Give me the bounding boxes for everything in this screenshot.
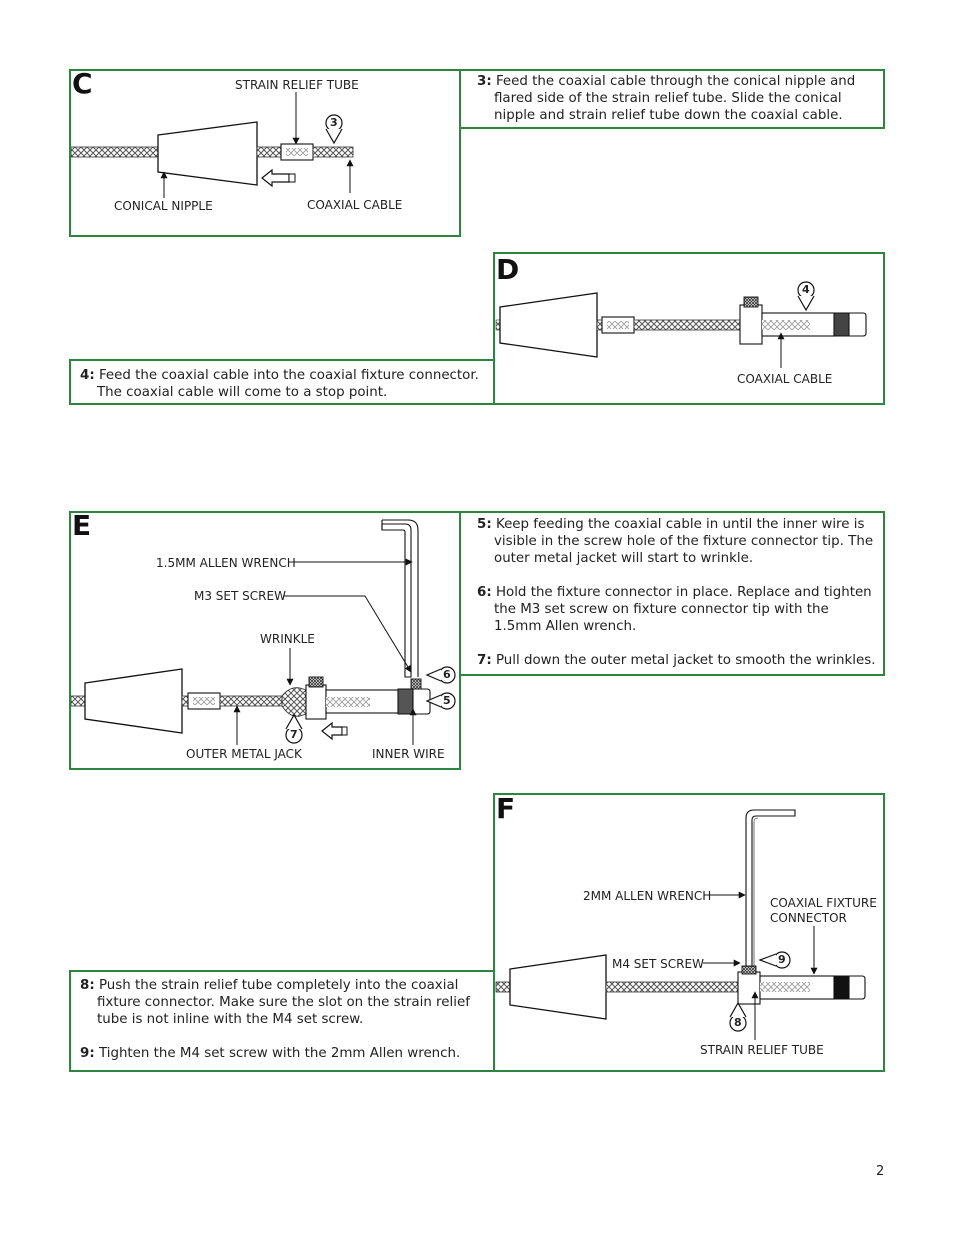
panel-d-figure	[493, 252, 885, 405]
steps-5-7-text: 5: Keep feeding the coaxial cable in unt…	[477, 516, 877, 669]
conical-nipple-label: CONICAL NIPPLE	[114, 199, 213, 213]
panel-d-drawing	[495, 281, 867, 368]
callout-5: 5	[443, 694, 451, 707]
allen-wrench-15-label: 1.5MM ALLEN WRENCH	[156, 556, 296, 570]
panel-e-drawing	[70, 519, 456, 745]
panel-c-step-box	[459, 69, 885, 129]
step-5-number: 5:	[477, 517, 492, 532]
step-5-body: Keep feeding the coaxial cable in until …	[494, 517, 874, 566]
step-3-body: Feed the coaxial cable through the conic…	[494, 74, 856, 123]
wrinkle-label: WRINKLE	[260, 632, 315, 646]
step-7-number: 7:	[477, 653, 492, 668]
panel-e-letter: E	[72, 509, 92, 542]
step-9-number: 9:	[80, 1046, 95, 1061]
panel-f-step-box	[69, 970, 495, 1072]
panel-c-drawing	[70, 92, 354, 198]
coaxial-cable-label: COAXIAL CABLE	[307, 198, 403, 212]
steps-8-9-text: 8: Push the strain relief tube completel…	[80, 977, 485, 1062]
callout-8: 8	[734, 1016, 742, 1029]
allen-wrench-2mm-label: 2MM ALLEN WRENCH	[583, 889, 712, 903]
inner-wire-label: INNER WIRE	[372, 747, 445, 761]
callout-6: 6	[443, 668, 451, 681]
strain-relief-tube-label-f: STRAIN RELIEF TUBE	[700, 1043, 824, 1057]
callout-7: 7	[290, 728, 298, 741]
step-3-text: 3: Feed the coaxial cable through the co…	[477, 73, 877, 124]
step-4-text: 4: Feed the coaxial cable into the coaxi…	[80, 367, 485, 401]
callout-3: 3	[330, 116, 338, 129]
outer-metal-jack-label: OUTER METAL JACK	[186, 747, 302, 761]
panel-d-step-box	[69, 359, 495, 405]
step-6-body: Hold the fixture connector in place. Rep…	[494, 585, 872, 634]
panel-f-letter: F	[496, 792, 516, 825]
m4-set-screw-label: M4 SET SCREW	[612, 957, 704, 971]
panel-e-step-box	[459, 511, 885, 676]
coaxial-fixture-connector-label-2: CONNECTOR	[770, 911, 847, 925]
callout-4: 4	[802, 283, 810, 296]
panel-c-letter: C	[72, 67, 93, 100]
coaxial-fixture-connector-label-1: COAXIAL FIXTURE	[770, 896, 877, 910]
callout-9: 9	[778, 953, 786, 966]
step-6-number: 6:	[477, 585, 492, 600]
step-9-body: Tighten the M4 set screw with the 2mm Al…	[98, 1046, 461, 1061]
m3-set-screw-label: M3 SET SCREW	[194, 589, 286, 603]
step-4-body: Feed the coaxial cable into the coaxial …	[97, 368, 479, 400]
panel-c-figure	[69, 69, 461, 237]
panel-d-letter: D	[496, 253, 520, 286]
panel-f-figure	[493, 793, 885, 1072]
page-number: 2	[876, 1164, 885, 1179]
coaxial-cable-label-d: COAXIAL CABLE	[737, 372, 833, 386]
strain-relief-tube-label: STRAIN RELIEF TUBE	[235, 78, 359, 92]
step-3-number: 3:	[477, 74, 492, 89]
step-4-number: 4:	[80, 368, 95, 383]
panel-f-drawing	[495, 809, 866, 1040]
step-8-body: Push the strain relief tube completely i…	[97, 978, 470, 1027]
step-8-number: 8:	[80, 978, 95, 993]
step-7-body: Pull down the outer metal jacket to smoo…	[495, 653, 876, 668]
